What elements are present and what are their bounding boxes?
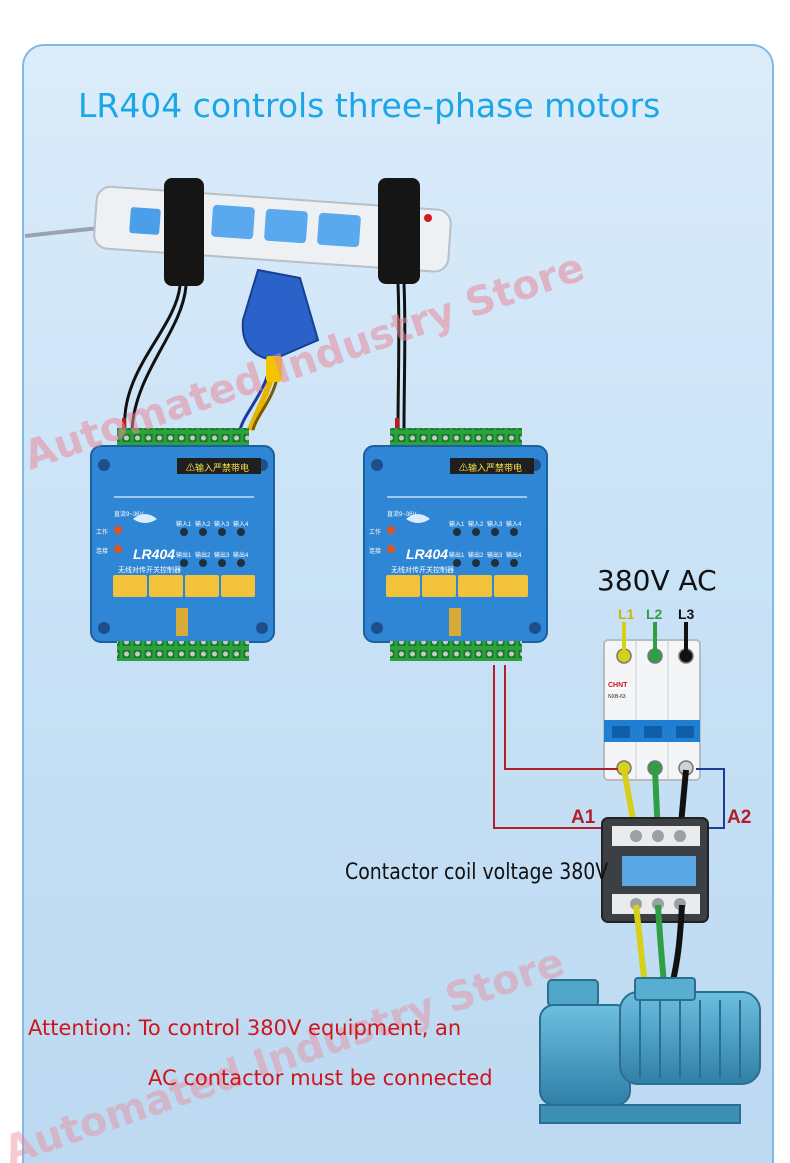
module-right-subtitle: 无线对传开关控制器: [391, 567, 454, 574]
module-right-work-led: 工作: [369, 530, 382, 536]
lr404-module-right: [363, 428, 548, 661]
module-right-output-3: 输出3: [487, 553, 503, 559]
ac-contactor: [601, 817, 709, 923]
phase-l3-label: L3: [678, 606, 695, 622]
coil-terminal-a1: A1: [571, 807, 596, 828]
power-adapter-left: [164, 178, 204, 286]
module-right-power-label: 直流9~36V: [387, 512, 417, 518]
module-left-input-3: 输入3: [214, 522, 230, 528]
module-right-output-4: 输出4: [506, 553, 522, 559]
breaker-model: NXB-63: [608, 694, 626, 700]
float-switch: [238, 268, 320, 432]
breaker-brand: CHNT: [607, 682, 629, 689]
module-left-work-led: 工作: [96, 530, 109, 536]
supply-voltage-label: 380V AC: [597, 564, 717, 597]
phase-l2-label: L2: [646, 606, 663, 622]
attention-line-2: AC contactor must be connected: [148, 1066, 493, 1090]
lr404-module-left: [90, 428, 275, 661]
watermark-bottom: Automated Industry Store: [0, 939, 570, 1163]
module-left-input-4: 输入4: [233, 522, 249, 528]
module-left-link-led: 连接: [96, 549, 109, 555]
module-left-output-2: 输出2: [195, 553, 211, 559]
module-right-link-led: 连接: [369, 549, 382, 555]
module-right-output-2: 输出2: [468, 553, 484, 559]
module-right-input-2: 输入2: [468, 522, 484, 528]
power-adapter-right: [378, 178, 420, 284]
three-phase-pump-motor: [539, 977, 761, 1124]
module-left-input-1: 输入1: [176, 522, 192, 528]
module-left-subtitle: 无线对传开关控制器: [118, 567, 181, 574]
module-right-input-1: 输入1: [449, 522, 465, 528]
module-left-output-1: 输出1: [176, 553, 192, 559]
module-right-model: LR404: [406, 546, 449, 562]
module-left-output-4: 输出4: [233, 553, 249, 559]
module-left-output-3: 输出3: [214, 553, 230, 559]
module-left-input-2: 输入2: [195, 522, 211, 528]
circuit-breaker: [603, 639, 701, 781]
page-title: LR404 controls three-phase motors: [78, 86, 661, 125]
module-right-output-1: 输出1: [449, 553, 465, 559]
module-left-warning: ⚠输入严禁带电: [186, 463, 250, 473]
module-left-model: LR404: [133, 546, 176, 562]
attention-line-1: Attention: To control 380V equipment, an: [28, 1016, 462, 1040]
contactor-coil-note: Contactor coil voltage 380V: [345, 860, 609, 885]
module-left-power-label: 直流9~36V: [114, 512, 144, 518]
module-right-warning: ⚠输入严禁带电: [459, 463, 523, 473]
module-right-input-3: 输入3: [487, 522, 503, 528]
coil-terminal-a2: A2: [727, 807, 752, 828]
phase-l1-label: L1: [618, 606, 635, 622]
module-right-input-4: 输入4: [506, 522, 522, 528]
